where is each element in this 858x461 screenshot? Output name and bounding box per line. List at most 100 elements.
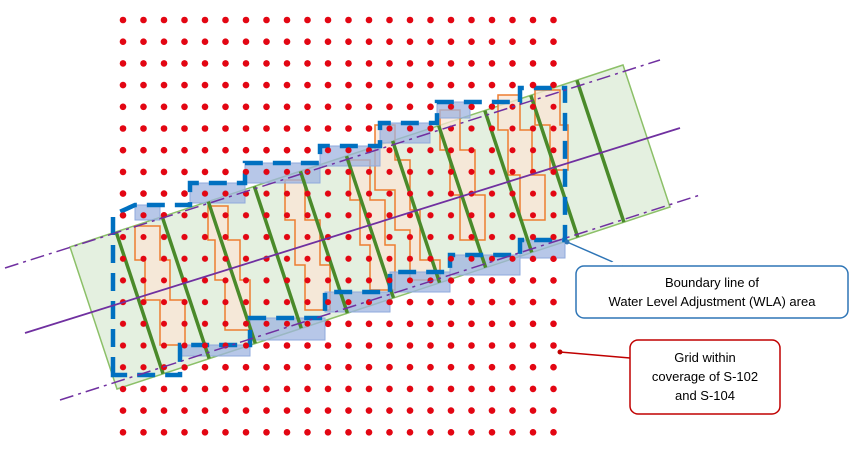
grid-dot [468,60,475,67]
grid-dot [550,103,557,110]
grid-dot [140,60,147,67]
grid-dot [222,82,229,89]
grid-dot [530,125,536,132]
grid-dot [222,299,229,306]
grid-dot [448,168,454,175]
grid-dot [509,342,516,349]
grid-dot [222,364,229,371]
grid-dot [284,147,290,154]
grid-dot [366,429,372,436]
grid-dot [284,17,290,23]
wla-boundary-callout: Boundary line of Water Level Adjustment … [564,239,849,319]
grid-dot [550,17,557,23]
grid-dot [161,125,167,132]
grid-dot [222,320,229,327]
grid-dot [468,212,475,219]
grid-dot [386,299,393,306]
grid-dot [325,255,331,262]
grid-dot [284,190,290,197]
grid-dot [181,82,188,89]
grid-dot [427,125,434,132]
grid-dot [263,299,270,306]
grid-dot [181,125,188,132]
grid-dot [263,17,270,23]
grid-dot [407,385,413,392]
grid-dot [530,385,536,392]
grid-dot [202,82,208,89]
grid-dot [161,82,167,89]
grid-dot [366,190,372,197]
grid-callout: Grid within coverage of S-102 and S-104 [557,339,781,415]
grid-dot [550,277,557,284]
grid-dot [161,38,167,45]
grid-dot [304,407,311,414]
grid-dot [386,168,393,175]
grid-dot [345,342,352,349]
grid-dot [325,17,331,23]
grid-dot [263,168,270,175]
divider-line [529,94,580,238]
grid-dot [530,103,536,110]
grid-dot [468,320,475,327]
grid-dot [345,17,352,23]
grid-dot [325,212,331,219]
grid-dot [325,125,331,132]
grid-dot [448,17,454,23]
grid-dot [181,299,188,306]
grid-dot [550,168,557,175]
grid-dot [222,103,229,110]
grid-dot [448,407,454,414]
grid-dot [202,212,208,219]
grid-dot [407,234,413,240]
grid-dot [489,147,495,154]
grid-dot [407,60,413,67]
grid-dot [222,190,229,197]
grid-dot [263,147,270,154]
grid-dot [448,234,454,240]
grid-dot [427,320,434,327]
grid-dot [530,212,536,219]
grid-dot [120,82,126,89]
grid-dot [120,364,126,371]
grid-dot [284,125,290,132]
grid-dot [243,125,249,132]
grid-dot [366,277,372,284]
grid-dot [489,212,495,219]
grid-dot [530,277,536,284]
grid-dot [448,277,454,284]
grid-dot [263,38,270,45]
grid-dot [181,17,188,23]
grid-dot [120,38,126,45]
grid-dot [304,212,311,219]
grid-dot [161,385,167,392]
grid-dot [181,342,188,349]
grid-dot [325,277,331,284]
grid-dot [181,147,188,154]
grid-dot [345,190,352,197]
grid-dot [386,277,393,284]
grid-dot [366,320,372,327]
grid-dot [345,125,352,132]
grid-dot [345,103,352,110]
grid-dot [120,234,126,240]
grid-dot [509,320,516,327]
grid-dot [304,385,311,392]
grid-dot [222,17,229,23]
grid-dot [550,255,557,262]
grid-dot [550,385,557,392]
grid-dot [140,407,147,414]
grid-dot [202,299,208,306]
grid-dot [427,342,434,349]
grid-dot [366,364,372,371]
wla-callout-line1: Boundary line of [665,275,759,290]
grid-dot [427,364,434,371]
grid-dot [202,168,208,175]
grid-dot [489,234,495,240]
grid-dot [407,255,413,262]
grid-dot [468,147,475,154]
grid-dot [407,277,413,284]
grid-dot [325,342,331,349]
grid-dot [120,342,126,349]
grid-dot [161,407,167,414]
grid-dot [325,385,331,392]
